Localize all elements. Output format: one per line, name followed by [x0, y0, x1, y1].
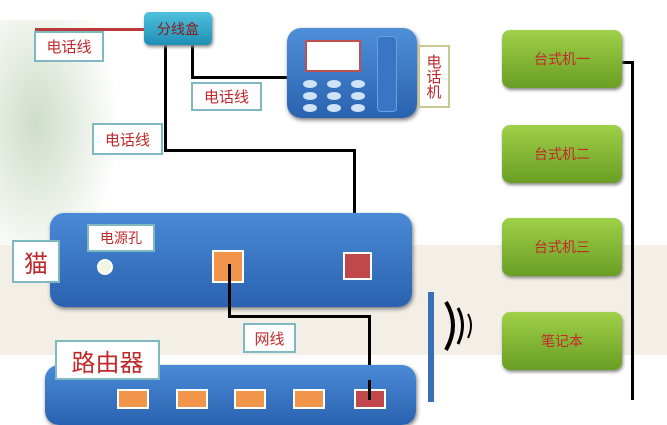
wire	[353, 149, 356, 264]
wire	[368, 315, 371, 400]
telephone-icon	[287, 28, 417, 118]
router-lan-port	[234, 389, 266, 409]
device-desktop-1: 台式机一	[502, 30, 622, 88]
power-port	[97, 259, 113, 275]
phone-line-label: 电话线	[34, 31, 104, 62]
wire	[622, 61, 633, 64]
wire	[191, 76, 287, 79]
wire	[228, 315, 370, 318]
device-desktop-2: 台式机二	[502, 125, 622, 183]
splitter-box: 分线盒	[144, 12, 212, 45]
router-label: 路由器	[55, 340, 160, 380]
device-desktop-3: 台式机三	[502, 218, 622, 276]
device-laptop: 笔记本	[502, 312, 622, 370]
phone-line-label: 电话线	[92, 123, 163, 155]
wire	[191, 45, 194, 78]
wire	[631, 61, 634, 400]
antenna	[428, 292, 434, 402]
phone-line-label: 电话线	[191, 82, 262, 111]
network-cable-label: 网线	[243, 323, 296, 353]
router-lan-port	[117, 389, 149, 409]
wifi-signal-icon	[444, 300, 472, 351]
modem-phone-port	[343, 252, 372, 280]
router-lan-port	[293, 389, 325, 409]
incoming-phone-line	[35, 28, 144, 31]
modem-label: 猫	[12, 240, 60, 283]
wire	[228, 264, 231, 318]
wire	[164, 149, 356, 152]
telephone-label: 电话机	[418, 45, 450, 108]
router-lan-port	[176, 389, 208, 409]
wire	[164, 45, 167, 152]
power-port-label: 电源孔	[87, 224, 155, 252]
wire	[368, 380, 371, 400]
